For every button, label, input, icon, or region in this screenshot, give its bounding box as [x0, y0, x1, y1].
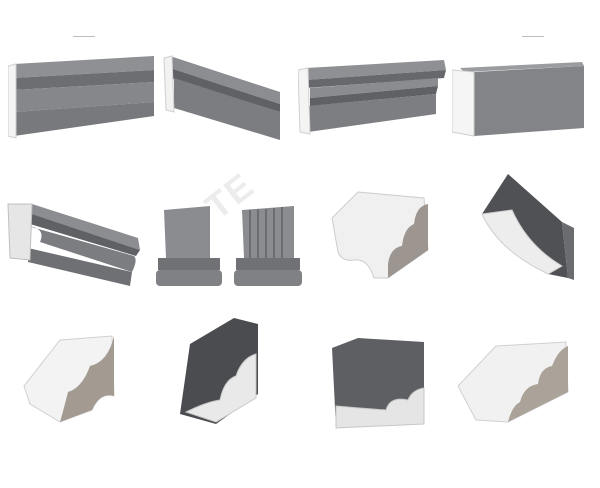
product-dark-step-profile[interactable] [328, 336, 428, 430]
product-dark-ogee[interactable] [176, 314, 262, 426]
product-white-stepped-crown[interactable] [456, 340, 572, 424]
small-label-line-left [73, 36, 95, 37]
product-plain-column-base[interactable] [154, 204, 224, 290]
product-white-foam-profile[interactable] [328, 188, 434, 280]
product-deep-cove-cornice[interactable] [6, 198, 146, 290]
product-white-crown-corner[interactable] [20, 332, 120, 424]
product-crown-cove[interactable] [478, 170, 576, 280]
product-stepped-ledge[interactable] [160, 52, 290, 142]
product-rounded-lip-cornice[interactable] [298, 56, 450, 138]
product-flat-cornice-strip[interactable] [8, 52, 158, 140]
product-fluted-column-base[interactable] [232, 204, 304, 290]
small-label-line-right [522, 36, 544, 37]
product-rectangular-block[interactable] [452, 58, 588, 142]
